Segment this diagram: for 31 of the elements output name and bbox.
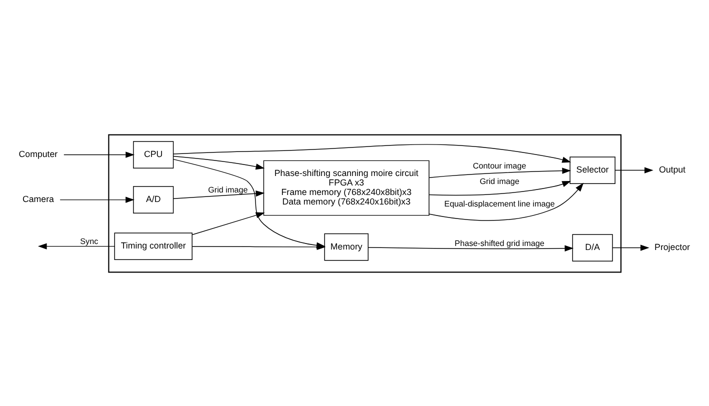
edge-label: Equal-displacement line image — [444, 198, 555, 208]
node-text: Output — [658, 164, 686, 174]
edge-label: Grid image — [208, 184, 248, 194]
edge-label: Contour image — [472, 161, 526, 170]
edge-label: Sync — [80, 236, 98, 246]
node-box: CPU — [133, 140, 174, 168]
node-box: Memory — [324, 232, 369, 260]
arrow — [172, 144, 572, 162]
arrow — [614, 166, 654, 173]
node-box: A/D — [133, 186, 174, 213]
node-text: Camera — [22, 194, 54, 204]
arrow — [64, 151, 134, 158]
node-box: Selector — [570, 156, 616, 184]
arrow — [612, 244, 650, 250]
edge-label: Grid image — [480, 176, 520, 186]
arrow — [173, 155, 265, 170]
node-box: Phase-shifting scanning moire circuit FPGA x3 Frame memory (768x240x8bit)x3 Data memory (768x240x16bit)x3 — [263, 160, 430, 216]
node-text: Projector — [654, 242, 690, 252]
arrow — [428, 182, 584, 220]
arrow — [173, 158, 326, 248]
arrow — [60, 196, 134, 202]
node-box: D/A — [572, 234, 613, 261]
arrow — [428, 167, 572, 178]
node-text: Computer — [18, 148, 58, 159]
node-box: Timing controller — [114, 232, 192, 260]
arrow — [173, 190, 265, 198]
arrow — [368, 244, 574, 251]
arrow — [428, 180, 572, 196]
edge-label: Phase-shifted grid image — [454, 238, 544, 248]
arrow — [38, 242, 115, 249]
cluster — [108, 134, 622, 272]
